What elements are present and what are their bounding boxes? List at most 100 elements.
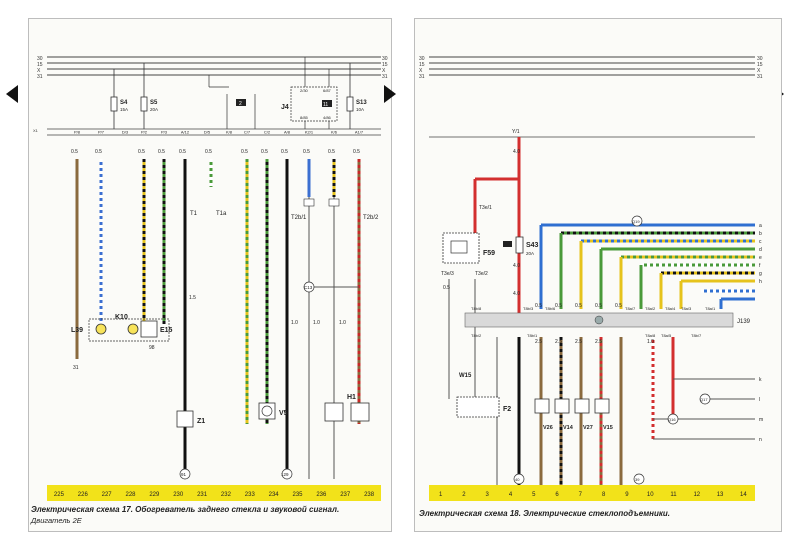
side-letter: k	[759, 377, 762, 383]
connector-label: A/12	[181, 130, 190, 135]
wire-gauges: 0.5 0.5 0.5 0.5 0.5 0.5 0.5 0.5 0.5 0.5 …	[71, 149, 360, 326]
connector-label: C/2	[264, 130, 271, 135]
power-rails: 30 15 X 31 30 15 X 31	[37, 56, 388, 80]
svg-text:V14: V14	[563, 425, 574, 431]
svg-text:H1: H1	[347, 394, 356, 401]
svg-text:T8a/5: T8a/5	[661, 333, 672, 338]
connector-label: P/7	[98, 130, 105, 135]
connector-label: K2/1	[305, 130, 314, 135]
component-f59: F59	[442, 232, 495, 264]
svg-text:S13: S13	[356, 100, 367, 106]
svg-text:40: 40	[515, 477, 520, 482]
svg-text:W15: W15	[459, 373, 472, 379]
control-module-j139: J139	[464, 312, 751, 328]
rail-label-31: 31	[37, 74, 43, 80]
side-letter: g	[759, 271, 762, 277]
svg-text:T2b/2: T2b/2	[363, 215, 379, 221]
fuse-s4: S4 15A	[110, 69, 128, 129]
svg-text:0.5: 0.5	[95, 149, 102, 155]
svg-text:X1: X1	[33, 128, 39, 133]
connector-label: K/6	[331, 130, 338, 135]
svg-text:0.5: 0.5	[179, 149, 186, 155]
fuse-s43: S43 20A	[503, 236, 539, 256]
next-page-arrow-icon[interactable]	[384, 85, 396, 103]
svg-text:0.5: 0.5	[328, 149, 335, 155]
svg-text:0.5: 0.5	[158, 149, 165, 155]
wire-gauges: 4.0 4.0 4.0 0.5 0.5 0.5 0.5 0.5 2.5 2.5 …	[443, 149, 654, 345]
bus-number: 6	[555, 492, 559, 498]
wiring-diagram-17: 30 15 X 31 30 15 X 31 S4 15A S5 20A	[33, 56, 388, 501]
svg-text:T2b/1: T2b/1	[291, 215, 307, 221]
svg-text:31: 31	[73, 365, 79, 371]
bus-number: 11	[670, 492, 677, 498]
svg-text:0.5: 0.5	[535, 303, 542, 309]
connector-strip: X1	[33, 128, 381, 136]
svg-text:20A: 20A	[150, 107, 158, 112]
bus-number: 12	[693, 492, 700, 498]
connector-label: P/3	[161, 130, 168, 135]
relay-badge-11	[322, 100, 332, 107]
svg-text:Q19: Q19	[632, 219, 640, 224]
svg-text:J139: J139	[737, 319, 751, 325]
ground-points: 31 98 91 129 C13	[73, 281, 315, 480]
bus-number: 229	[149, 492, 160, 498]
svg-text:S5: S5	[150, 100, 158, 106]
svg-text:S43: S43	[526, 242, 539, 249]
connector-label: A1/7	[355, 130, 364, 135]
svg-text:T3e/2: T3e/2	[475, 271, 488, 277]
svg-text:F59: F59	[483, 250, 495, 257]
terminals: T3e/1 T3e/3 T3e/2 T8b/8 T8b/3 T8b/6 T8a/…	[441, 205, 716, 338]
connector-label: P/8	[74, 130, 81, 135]
rail-label-x-right: X	[382, 68, 386, 74]
side-letter: m	[759, 417, 763, 423]
svg-text:15A: 15A	[120, 107, 128, 112]
relay-slot: 2	[208, 75, 256, 129]
svg-text:10A: 10A	[356, 107, 364, 112]
bus-number: 3	[486, 492, 490, 498]
component-k10: K10	[115, 314, 139, 335]
svg-text:0.5: 0.5	[575, 303, 582, 309]
svg-text:2: 2	[239, 101, 242, 107]
svg-text:39: 39	[635, 477, 640, 482]
svg-text:2.5: 2.5	[555, 339, 562, 345]
svg-text:0.5: 0.5	[71, 149, 78, 155]
svg-text:T8a/7: T8a/7	[625, 306, 636, 311]
svg-text:T3e/1: T3e/1	[479, 205, 492, 211]
svg-text:2.5: 2.5	[595, 339, 602, 345]
bus-number: 7	[579, 492, 583, 498]
bus-number: 238	[364, 492, 375, 498]
bus-number: 236	[316, 492, 327, 498]
prev-page-arrow-icon[interactable]	[6, 85, 18, 103]
fuse-s13: S13 10A	[346, 63, 367, 129]
svg-text:V15: V15	[603, 425, 613, 431]
bus-number: 232	[221, 492, 232, 498]
svg-text:1.0: 1.0	[647, 339, 654, 345]
side-letter: l	[759, 397, 760, 403]
bus-number: 4	[509, 492, 513, 498]
caption-18: Электрическая схема 18. Электрические ст…	[419, 509, 671, 518]
svg-text:0.5: 0.5	[138, 149, 145, 155]
svg-text:0.5: 0.5	[555, 303, 562, 309]
svg-text:T8b/8: T8b/8	[471, 306, 482, 311]
bus-number: 2	[462, 492, 466, 498]
connector-label: A/8	[284, 130, 291, 135]
svg-text:T1a: T1a	[216, 211, 227, 217]
bus-number: 8	[602, 492, 606, 498]
side-letter: a	[759, 223, 762, 229]
bus-number: 5	[532, 492, 536, 498]
component-z1: Z1	[176, 410, 205, 428]
bus-number: 10	[647, 492, 654, 498]
svg-text:6/87: 6/87	[323, 88, 332, 93]
rail-label-15-right: 15	[382, 62, 388, 68]
svg-text:1.0: 1.0	[291, 320, 298, 326]
bus-number: 235	[292, 492, 303, 498]
svg-text:T8b/6: T8b/6	[545, 306, 556, 311]
svg-text:F2: F2	[503, 406, 511, 413]
svg-text:0.5: 0.5	[261, 149, 268, 155]
svg-text:S4: S4	[120, 100, 128, 106]
svg-text:15: 15	[419, 62, 425, 68]
